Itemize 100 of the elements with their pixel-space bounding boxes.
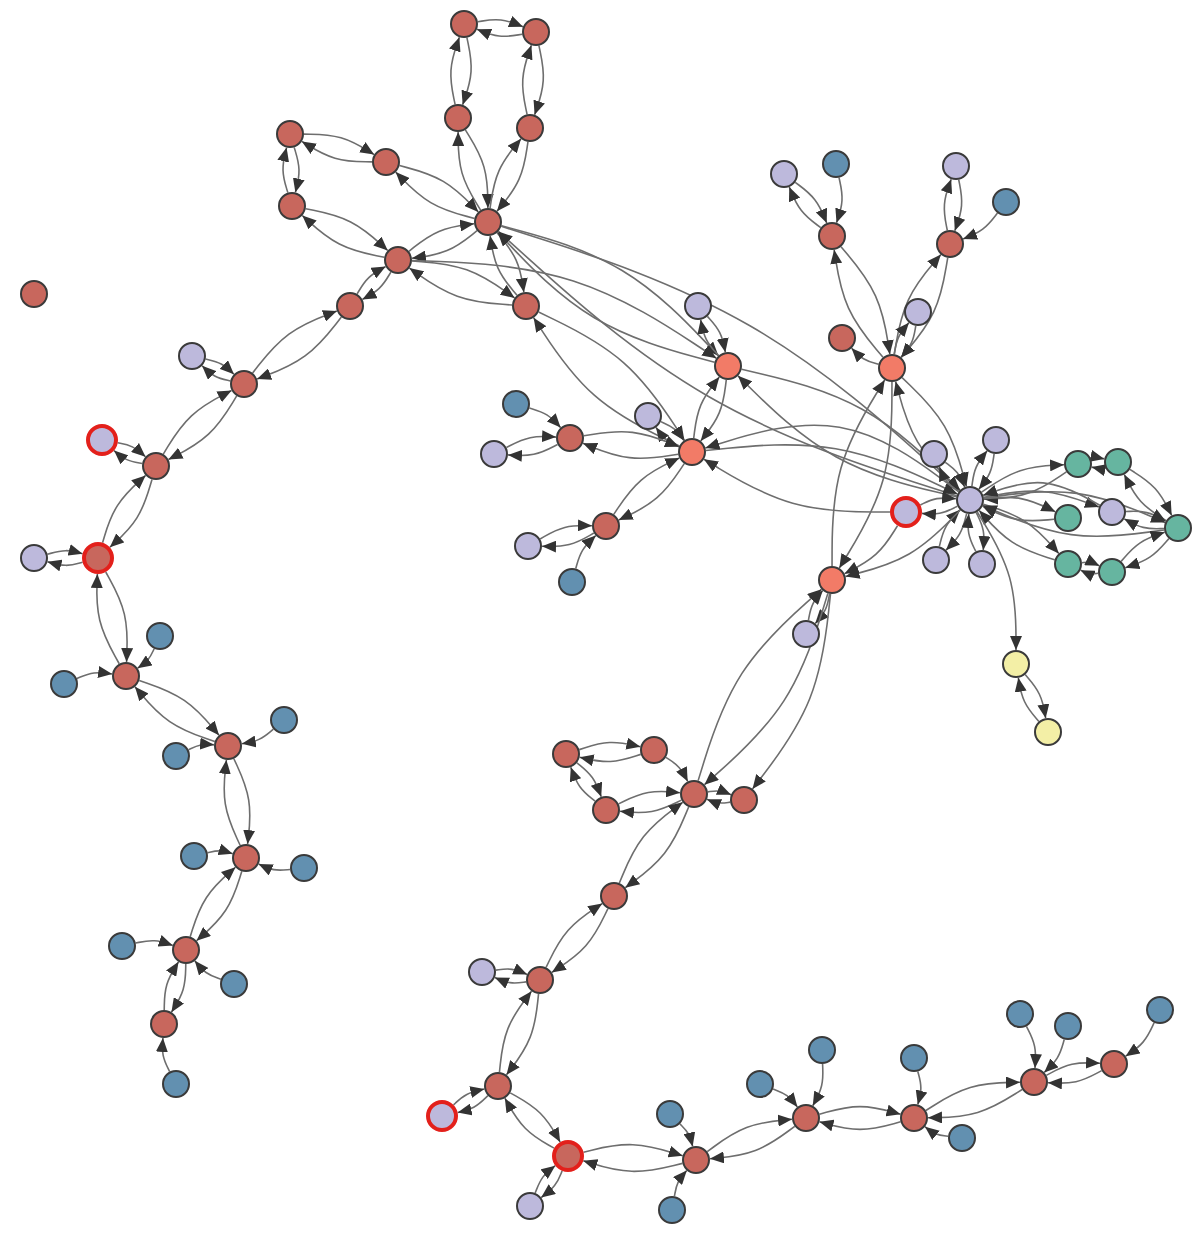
arrow <box>187 737 215 751</box>
router-node <box>512 292 540 320</box>
computer-node <box>968 550 996 578</box>
arrow <box>277 146 289 194</box>
arrow <box>461 36 473 106</box>
router-node <box>556 424 584 452</box>
host-node <box>270 706 298 734</box>
arrow <box>1014 677 1040 723</box>
computer-node <box>86 424 118 456</box>
router-node <box>484 1072 512 1100</box>
arrow <box>218 759 241 847</box>
router-node <box>792 1104 820 1132</box>
arrow <box>962 212 999 240</box>
arrow <box>507 443 559 462</box>
arrow <box>971 450 988 487</box>
arrow <box>893 253 942 355</box>
arrow <box>464 129 494 209</box>
router-node <box>900 1104 928 1132</box>
arrow <box>582 1159 684 1173</box>
arrow <box>983 490 1166 524</box>
host-node <box>1054 1012 1082 1040</box>
arrow <box>496 141 529 213</box>
computer-node <box>514 532 542 560</box>
arrow <box>927 1088 1023 1124</box>
host-node <box>162 1070 190 1098</box>
router-node <box>444 104 472 132</box>
arrow <box>574 534 597 570</box>
arrow <box>206 843 234 856</box>
host-node <box>108 932 136 960</box>
arrow <box>301 140 373 163</box>
arrow <box>807 589 824 621</box>
arrow <box>893 321 910 355</box>
arrow <box>408 267 513 306</box>
arrow <box>953 178 966 232</box>
arrow <box>533 44 545 116</box>
computer-node <box>770 160 798 188</box>
arrow <box>617 785 681 805</box>
arrow <box>1124 537 1170 570</box>
arrow <box>541 532 595 553</box>
server-node <box>1098 558 1126 586</box>
arrow <box>155 1037 171 1073</box>
arrow <box>582 1143 684 1158</box>
arrow <box>361 271 392 301</box>
host-node <box>50 670 78 698</box>
arrow <box>976 511 1022 651</box>
arrow <box>113 449 143 465</box>
arrow <box>233 757 256 845</box>
arrow <box>703 458 891 513</box>
arrow <box>915 1070 928 1106</box>
arrow <box>521 44 533 116</box>
arrow <box>540 1170 563 1199</box>
arrow <box>707 783 732 796</box>
server-node <box>1054 504 1082 532</box>
arrow <box>452 131 482 211</box>
router-node <box>1020 1068 1048 1096</box>
arrow <box>945 512 968 551</box>
router-node <box>384 246 412 274</box>
arrow <box>772 1088 799 1108</box>
arrow <box>619 799 683 819</box>
computer-node <box>178 342 206 370</box>
arrow <box>163 961 180 1011</box>
arrow <box>679 1123 696 1148</box>
arrow <box>982 504 1165 538</box>
arrow <box>583 430 680 448</box>
core-router-node <box>878 354 906 382</box>
arrow <box>477 15 524 28</box>
arrow <box>408 219 475 253</box>
router-node <box>278 192 306 220</box>
arrow <box>940 178 953 232</box>
host-node <box>220 970 248 998</box>
arrow <box>528 407 562 429</box>
arrow <box>673 1169 688 1197</box>
router-node <box>600 882 628 910</box>
server-node <box>1064 450 1092 478</box>
router-node <box>20 280 48 308</box>
device-node <box>1002 650 1030 678</box>
core-router-node <box>678 438 706 466</box>
arrow <box>811 1063 825 1107</box>
host-node <box>808 1036 836 1064</box>
router-node <box>1100 1050 1128 1078</box>
router-node <box>526 966 554 994</box>
arrow <box>136 647 155 669</box>
host-node <box>822 150 850 178</box>
router-node <box>936 230 964 258</box>
arrow <box>489 137 522 209</box>
host-node <box>162 742 190 770</box>
router-node <box>230 370 258 398</box>
computer-node <box>20 544 48 572</box>
host-node <box>658 1196 686 1224</box>
arrow <box>578 737 642 751</box>
host-node <box>1006 1000 1034 1028</box>
arrow <box>982 481 1101 507</box>
host-node <box>948 1124 976 1152</box>
arrow <box>46 544 84 556</box>
host-node <box>502 390 530 418</box>
host-node <box>992 188 1020 216</box>
host-node <box>146 622 174 650</box>
arrow <box>814 593 831 625</box>
arrow <box>697 318 720 357</box>
arrow <box>582 442 679 460</box>
